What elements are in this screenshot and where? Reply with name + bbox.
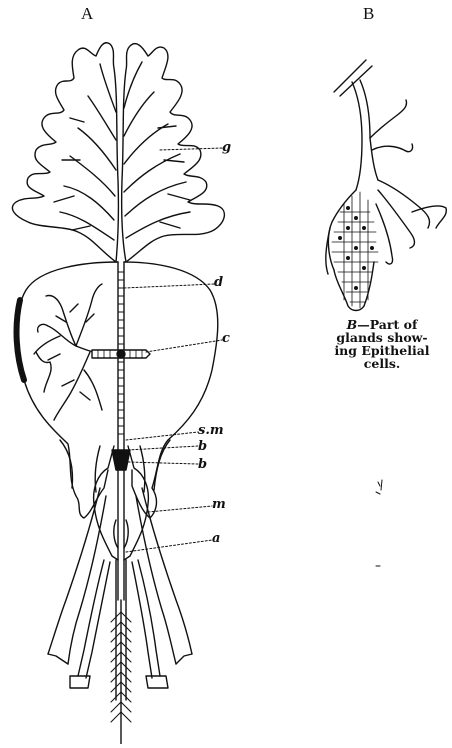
label-g: g [222,141,231,154]
central-duct [92,262,150,600]
label-b-lower: b [198,458,207,471]
label-d: d [214,276,223,289]
sac [17,262,218,518]
lower-body [48,446,192,744]
upper-gland-tuft-right [122,44,225,262]
label-a: a [212,532,220,545]
upper-gland-tuft-left [12,43,118,262]
panel-label-b: B [363,4,374,24]
label-c: c [222,332,230,345]
label-b-upper: b [198,440,207,453]
label-m: m [212,498,226,511]
caption-b: B—Part of glands show- ing Epithelial ce… [312,318,452,370]
caption-line-4: cells. [312,357,452,370]
panel-label-a: A [81,4,93,24]
specks [376,480,382,566]
gland-branch-detail [326,60,446,311]
label-sm: s.m [198,424,224,437]
